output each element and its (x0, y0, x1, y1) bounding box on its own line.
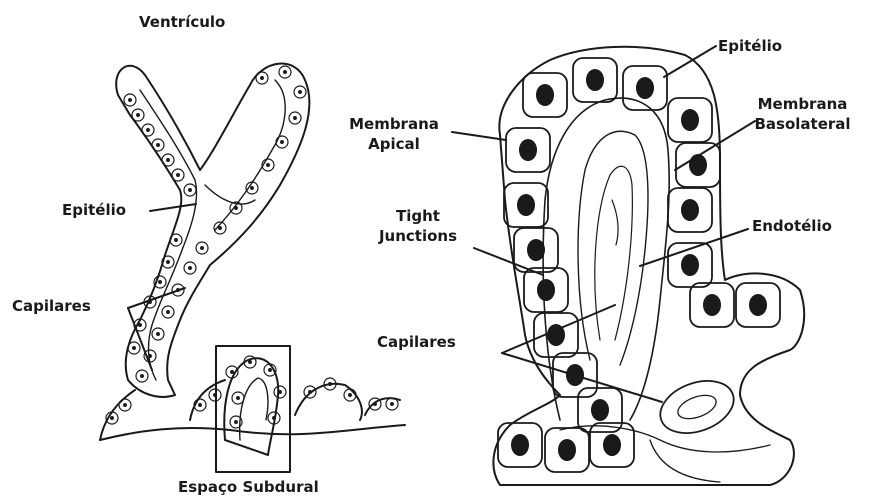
membrana-basolateral-line1: Membrana (740, 94, 865, 114)
left-cell-nucleus (167, 311, 170, 314)
label-right-epitelio: Epitélio (718, 36, 782, 56)
left-cell-nucleus (167, 159, 170, 162)
left-cell-nucleus (329, 383, 332, 386)
label-endotelio: Endotélio (752, 216, 832, 236)
left-epitelio-pointer (150, 204, 196, 211)
right-capilares-pointer-2 (502, 353, 662, 402)
membrana-apical-line1: Membrana (334, 114, 454, 134)
left-cell-nucleus (201, 247, 204, 250)
left-cell-nucleus (349, 394, 352, 397)
right-cell-nucleus (587, 70, 603, 90)
left-cell-nucleus (309, 391, 312, 394)
left-cell-nucleus (177, 174, 180, 177)
right-cell-nucleus (537, 85, 553, 105)
left-cell-nucleus (149, 355, 152, 358)
right-cell-nucleus (604, 435, 620, 455)
left-cell-nucleus (157, 333, 160, 336)
left-cell-nucleus (281, 141, 284, 144)
left-cell-nucleus (175, 239, 178, 242)
left-cell-nucleus (124, 404, 127, 407)
left-capilares-pointer-2 (128, 288, 185, 308)
right-cell-nucleus (637, 78, 653, 98)
right-cell-nucleus (592, 400, 608, 420)
left-cell-nucleus (284, 71, 287, 74)
right-cell-nucleus (682, 255, 698, 275)
left-cell-nucleus (129, 99, 132, 102)
left-cell-nucleus (249, 361, 252, 364)
left-cell-nucleus (111, 417, 114, 420)
left-cell-nucleus (294, 117, 297, 120)
left-cell-nucleus (251, 187, 254, 190)
left-cell-nucleus (137, 114, 140, 117)
left-cell-nucleus (157, 144, 160, 147)
left-cell-nucleus (159, 281, 162, 284)
right-cell-nucleus (538, 280, 554, 300)
left-cell-nucleus (261, 77, 264, 80)
left-cell-nucleus (199, 404, 202, 407)
right-epithelial-cells (498, 58, 780, 472)
left-cell-nucleus (141, 375, 144, 378)
label-right-capilares: Capilares (377, 332, 456, 352)
apical-membrane-pointer (452, 132, 506, 140)
label-left-capilares: Capilares (12, 296, 91, 316)
right-cell-nucleus (518, 195, 534, 215)
right-cell-nucleus (559, 440, 575, 460)
label-membrana-basolateral: Membrana Basolateral (740, 94, 865, 134)
left-cell-nucleus (133, 347, 136, 350)
right-cell-nucleus (682, 110, 698, 130)
membrana-apical-line2: Apical (334, 134, 454, 154)
right-cell-nucleus (690, 155, 706, 175)
left-cell-nucleus (235, 421, 238, 424)
label-tight-junctions: Tight Junctions (368, 206, 468, 246)
left-cell-nucleus (267, 164, 270, 167)
left-cell-nucleus (167, 261, 170, 264)
left-cell-nucleus (189, 189, 192, 192)
tight-junctions-line2: Junctions (368, 226, 468, 246)
label-espaco-subdural: Espaço Subdural (178, 477, 319, 497)
right-cell-nucleus (520, 140, 536, 160)
left-cell-nucleus (147, 129, 150, 132)
label-membrana-apical: Membrana Apical (334, 114, 454, 154)
left-cell-nucleus (273, 417, 276, 420)
left-cell-nucleus (214, 394, 217, 397)
right-cell-nucleus (704, 295, 720, 315)
right-cell-nucleus (750, 295, 766, 315)
left-cell-nucleus (374, 403, 377, 406)
tight-junctions-line1: Tight (368, 206, 468, 226)
left-cell-nucleus (235, 207, 238, 210)
left-cell-nucleus (279, 391, 282, 394)
left-cell-nucleus (139, 324, 142, 327)
label-ventriculo: Ventrículo (139, 12, 225, 32)
label-left-epitelio: Epitélio (62, 200, 126, 220)
left-cell-nucleus (189, 267, 192, 270)
left-cell-nucleus (269, 369, 272, 372)
membrana-basolateral-line2: Basolateral (740, 114, 865, 134)
left-cell-nucleus (391, 403, 394, 406)
right-cell-nucleus (512, 435, 528, 455)
left-cell-nucleus (237, 397, 240, 400)
left-cell-nucleus (231, 371, 234, 374)
right-cell-nucleus (682, 200, 698, 220)
left-cell-nucleus (219, 227, 222, 230)
left-cell-nucleus (299, 91, 302, 94)
right-cell-nucleus (528, 240, 544, 260)
